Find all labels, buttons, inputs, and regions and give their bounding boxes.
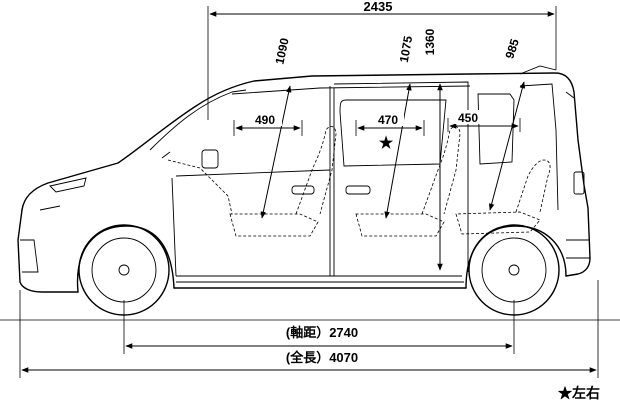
second-legroom-label: 470: [378, 113, 398, 127]
second-headroom-dimension: 1075: [384, 35, 415, 219]
interior-height-label: 1360: [423, 28, 437, 55]
legend-note: ★左右: [558, 385, 600, 401]
third-headroom-dimension: 985: [488, 37, 526, 211]
interior-height-dimension: 1360: [423, 28, 443, 271]
front-legroom-dimension: 490: [233, 112, 303, 136]
overall-length-dimension: (全長）4070: [21, 348, 597, 373]
third-legroom-dimension: 450: [447, 110, 521, 132]
vehicle-side-view: [17, 65, 591, 316]
second-headroom-label: 1075: [397, 35, 415, 64]
front-legroom-label: 490: [255, 113, 275, 127]
second-legroom-dimension: 470 ★: [355, 112, 425, 152]
ground-reference: [0, 280, 620, 378]
star-symbol: ★: [379, 135, 394, 152]
seat-outlines: [167, 126, 551, 237]
wheelbase-label: (軸距）2740: [286, 325, 358, 340]
front-headroom-dimension: 1090: [260, 36, 292, 219]
wheelbase-dimension: (軸距）2740: [125, 324, 513, 349]
interior-length-dimension: 2435: [207, 0, 557, 120]
third-headroom-label: 985: [502, 37, 522, 61]
interior-length-label: 2435: [364, 0, 393, 14]
overall-length-label: (全長）4070: [286, 350, 358, 365]
third-legroom-label: 450: [458, 111, 478, 125]
front-headroom-label: 1090: [272, 36, 291, 65]
